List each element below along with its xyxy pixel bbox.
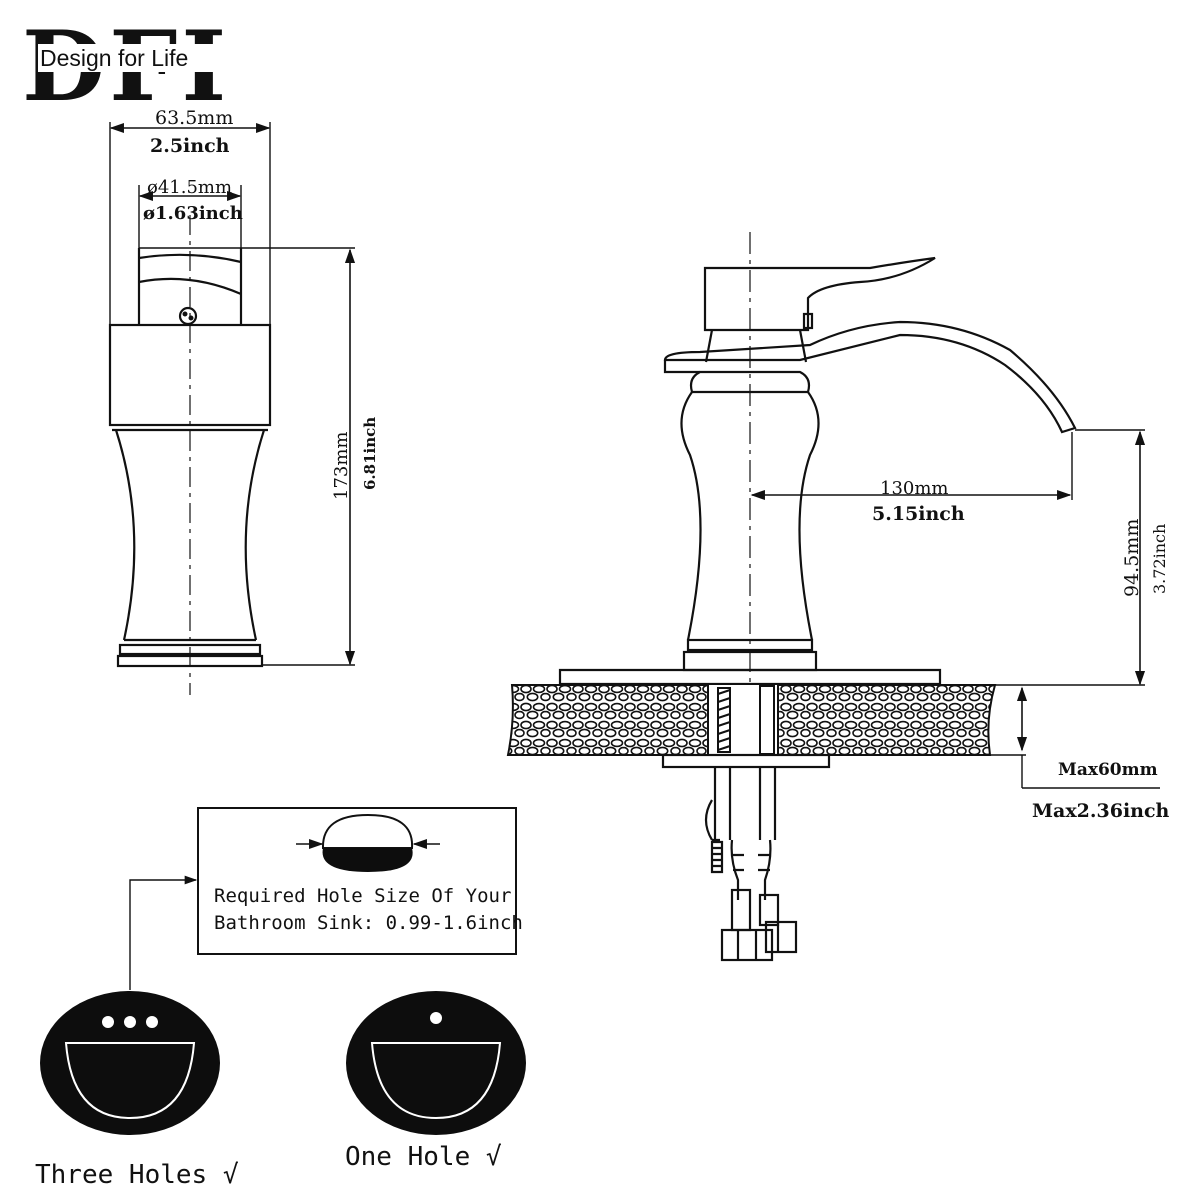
reach-mm-label: 130mm (880, 478, 949, 499)
deck-thickness-dimension (990, 686, 1160, 789)
width-mm-label: 63.5mm (155, 107, 233, 129)
brand-logo: DFI Design for Life (22, 10, 226, 123)
one-hole-sink-icon: One Hole √ (345, 991, 526, 1172)
side-view-labels: 130mm 5.15inch 94.5mm 3.72inch Max60mm M… (872, 478, 1170, 822)
hole-note-line-2: Bathroom Sink: 0.99-1.6inch (214, 912, 523, 934)
height-mm-label: 173mm (331, 432, 352, 501)
width-inch-label: 2.5inch (150, 135, 230, 157)
three-hole-sink-icon: Three Holes √ (35, 991, 239, 1190)
diameter-mm-label: ø41.5mm (147, 177, 232, 198)
front-view-labels: 63.5mm 2.5inch ø41.5mm ø1.63inch 173mm 6… (143, 107, 379, 500)
hole-note-line-1: Required Hole Size Of Your (214, 885, 511, 907)
reach-inch-label: 5.15inch (872, 503, 965, 525)
height-inch-label: 6.81inch (361, 417, 379, 490)
logo-tagline: Design for Life (40, 45, 188, 71)
deck-max-inch-label: Max2.36inch (1032, 800, 1170, 822)
spout-height-mm-label: 94.5mm (1121, 519, 1143, 597)
deck-max-mm-label: Max60mm (1058, 760, 1158, 780)
diameter-inch-label: ø1.63inch (143, 203, 243, 224)
one-hole-label: One Hole √ (345, 1142, 502, 1172)
front-view-drawing (108, 122, 356, 695)
underside-hardware (661, 753, 831, 962)
countertop-section (506, 683, 1145, 757)
three-holes-label: Three Holes √ (35, 1160, 239, 1190)
hole-size-note: Required Hole Size Of Your Bathroom Sink… (129, 807, 523, 990)
spout-height-inch-label: 3.72inch (1150, 524, 1169, 594)
side-view-drawing (558, 232, 1146, 690)
